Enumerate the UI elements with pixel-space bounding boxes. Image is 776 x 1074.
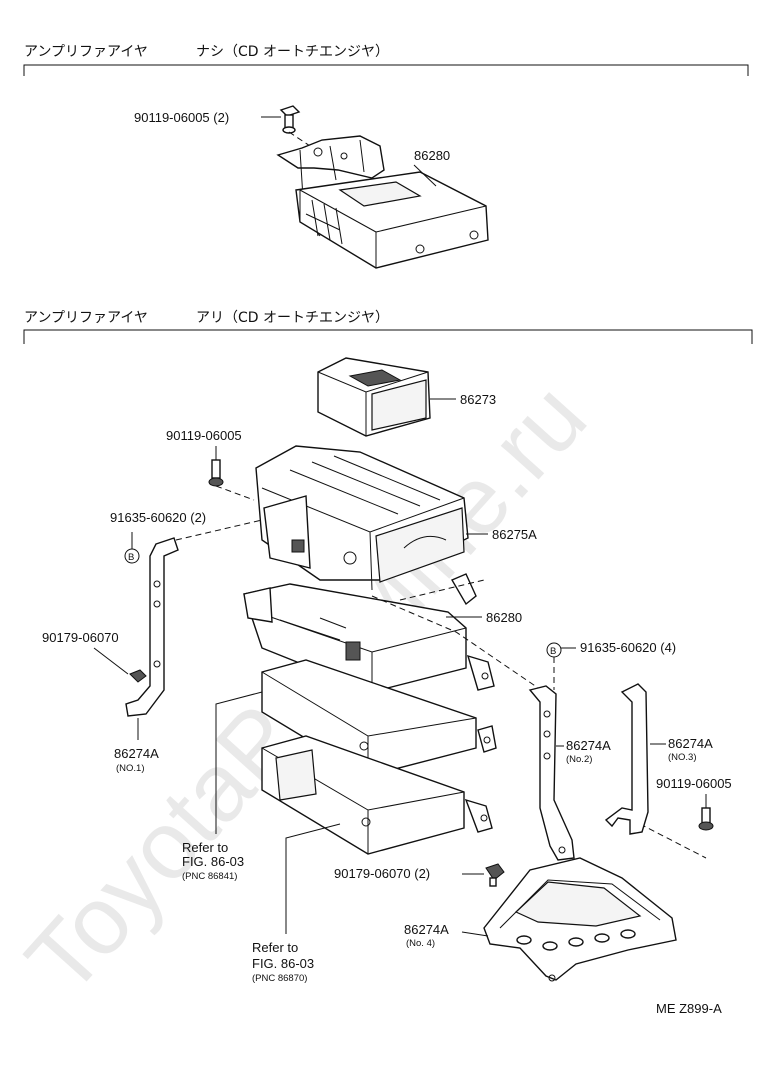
- refer-1: Refer to FIG. 86-03 (PNC 86841): [182, 840, 244, 882]
- b-marker-right: B: [546, 642, 562, 658]
- figure-code: ME Z899-A: [656, 1001, 722, 1016]
- callout-86280-lower: 86280: [486, 610, 522, 625]
- callout-91635-60620-x2: 91635-60620 (2): [110, 510, 206, 525]
- section-2-title-left: アンプリファアイヤ: [24, 310, 148, 326]
- callout-86274A-no1: 86274A: [114, 746, 159, 761]
- callout-86274A-no4-sub: (No. 4): [406, 938, 435, 949]
- refer-2: Refer to FIG. 86-03 (PNC 86870): [252, 940, 314, 984]
- refer-1-line3: (PNC 86841): [182, 871, 237, 882]
- bolt-icon: [279, 105, 301, 134]
- callout-86274A-no3-sub: (NO.3): [668, 752, 697, 763]
- bolt-icon: [698, 807, 714, 831]
- b-marker-left-text: B: [128, 552, 134, 563]
- refer-2-line3: (PNC 86870): [252, 973, 307, 984]
- amplifier-86280-lower: [243, 583, 467, 693]
- callout-86280-upper: 86280: [414, 148, 450, 163]
- nut-icon: [485, 863, 505, 887]
- bolt-icon: [208, 459, 224, 487]
- callout-86274A-no2-sub: (No.2): [566, 754, 592, 765]
- section-2-header: アンプリファアイヤ アリ（CD オートチエンジヤ）: [23, 310, 753, 344]
- section-1-title-left: アンプリファアイヤ: [24, 44, 148, 60]
- callout-86274A-no3: 86274A: [668, 736, 713, 751]
- callout-90119-06005-x2: 90119-06005 (2): [134, 110, 229, 125]
- callout-86274A-no1-sub: (NO.1): [116, 763, 145, 774]
- callout-90179-06070-x2: 90179-06070 (2): [334, 866, 430, 881]
- b-marker-right-text: B: [550, 646, 556, 657]
- bracket-86274A-no1: [125, 537, 179, 717]
- nut-icon: [129, 669, 147, 683]
- b-marker-left: B: [124, 548, 140, 564]
- refer-2-line2: FIG. 86-03: [252, 956, 314, 971]
- refer-1-line2: FIG. 86-03: [182, 854, 244, 869]
- callout-86274A-no4: 86274A: [404, 922, 449, 937]
- section-1-bracket: [23, 64, 749, 76]
- callout-86274A-no2: 86274A: [566, 738, 611, 753]
- section-2-parts: 86273 90119-06005 86275A 86280: [42, 357, 732, 984]
- section-2-bracket: [23, 329, 753, 344]
- refer-1-line1: Refer to: [182, 840, 228, 855]
- amp-bracket: [276, 135, 385, 179]
- bracket-86274A-no2: [528, 685, 575, 861]
- callout-90179-06070: 90179-06070: [42, 630, 119, 645]
- section-1-header: アンプリファアイヤ ナシ（CD オートチエンジヤ）: [23, 44, 749, 76]
- callout-86275A: 86275A: [492, 527, 537, 542]
- section-1-title-right: ナシ（CD オートチエンジヤ）: [196, 44, 389, 60]
- callout-90119-06005-b: 90119-06005: [656, 776, 732, 791]
- callout-90119-06005-a: 90119-06005: [166, 428, 242, 443]
- callout-91635-60620-x4: 91635-60620 (4): [580, 640, 676, 655]
- section-1-parts: 90119-06005 (2) 86280: [134, 105, 489, 269]
- refer-2-line1: Refer to: [252, 940, 298, 955]
- callout-86273: 86273: [460, 392, 496, 407]
- bracket-86274A-no3: [604, 683, 649, 835]
- section-2-title-right: アリ（CD オートチエンジヤ）: [196, 310, 389, 326]
